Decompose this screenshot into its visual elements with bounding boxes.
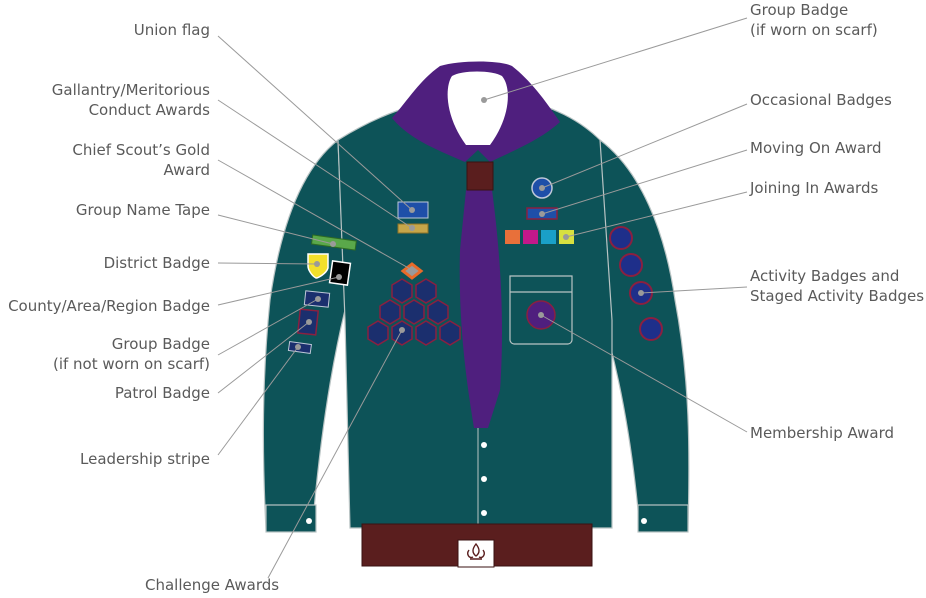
fleur-de-lis-icon bbox=[467, 542, 485, 560]
label-moving-on-award: Moving On Award bbox=[750, 139, 882, 157]
label-county-badge: County/Area/Region Badge bbox=[8, 297, 210, 315]
collar-opening bbox=[447, 71, 508, 145]
label-challenge-awards: Challenge Awards bbox=[145, 576, 280, 594]
label-occasional-badges: Occasional Badges bbox=[750, 91, 892, 109]
label-patrol-badge: Patrol Badge bbox=[114, 384, 210, 402]
label-district-badge: District Badge bbox=[103, 254, 210, 272]
joining-in-award-1 bbox=[505, 230, 520, 244]
label-joining-in-awards: Joining In Awards bbox=[750, 179, 879, 197]
right-pocket bbox=[509, 275, 573, 345]
scarf-tail bbox=[459, 190, 503, 428]
woggle bbox=[466, 161, 494, 191]
leader-dots bbox=[295, 97, 644, 350]
joining-in-award-2 bbox=[523, 230, 538, 244]
left-sleeve bbox=[262, 138, 346, 533]
label-group-badge-not-scarf: Group Badge(if not worn on scarf) bbox=[52, 335, 210, 373]
label-membership-award: Membership Award bbox=[750, 424, 895, 442]
right-cuff bbox=[637, 504, 689, 533]
belt-buckle bbox=[457, 539, 495, 568]
label-union-flag: Union flag bbox=[133, 21, 210, 39]
challenge-awards-group bbox=[367, 278, 461, 346]
label-group-name-tape: Group Name Tape bbox=[75, 201, 210, 219]
label-group-badge-scarf: Group Badge(if worn on scarf) bbox=[750, 1, 878, 39]
leader-lines bbox=[217, 17, 748, 579]
joining-in-award-3 bbox=[541, 230, 556, 244]
label-leadership-stripe: Leadership stripe bbox=[80, 450, 210, 468]
county-badge bbox=[328, 260, 352, 286]
